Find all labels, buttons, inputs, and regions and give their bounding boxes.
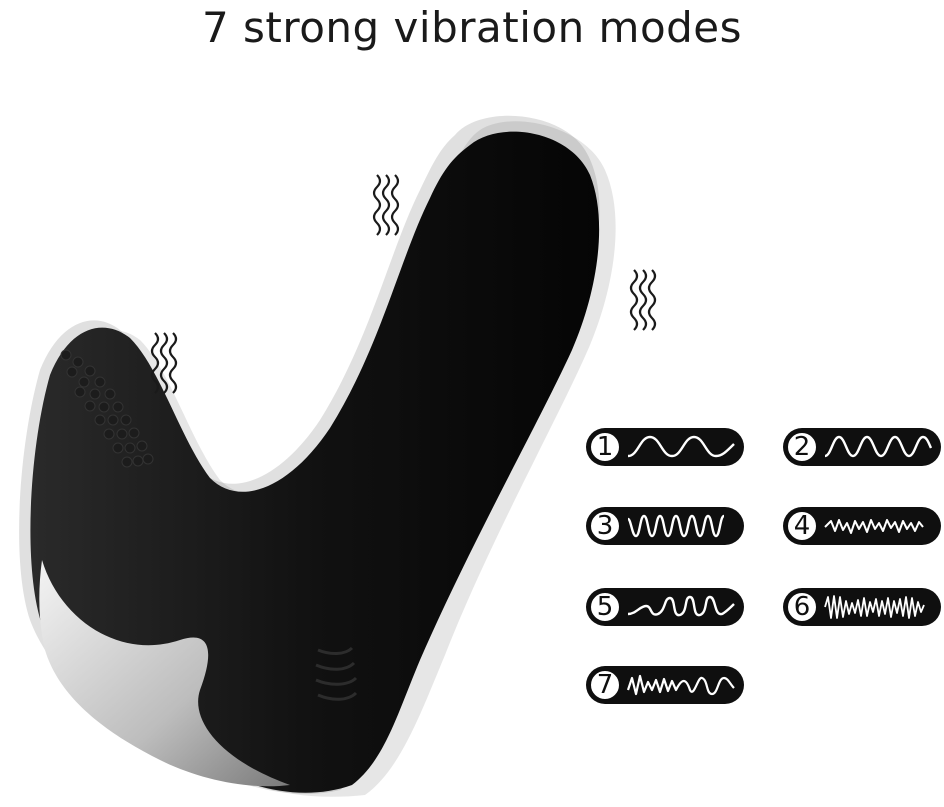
texture-nubs <box>60 349 154 468</box>
mode-number: 2 <box>786 431 818 463</box>
surge-wave-icon <box>627 595 735 617</box>
device-body <box>30 131 600 793</box>
medium-sine-icon <box>824 435 933 458</box>
mode-5-pill: 5 <box>586 588 744 626</box>
mode-3-pill: 3 <box>586 507 744 545</box>
mode-7-pill: 7 <box>586 666 744 704</box>
device-base <box>39 560 290 787</box>
vibration-mark-icon <box>372 174 400 236</box>
shaft-ridges <box>315 646 358 701</box>
mode-number: 5 <box>589 591 621 623</box>
fast-sine-icon <box>627 514 725 538</box>
tremor-wave-icon <box>824 519 924 534</box>
vibration-mark-icon <box>150 332 178 394</box>
vibration-mark-icon <box>629 269 657 331</box>
mode-number: 3 <box>589 510 621 542</box>
slow-sine-icon <box>627 435 735 458</box>
mode-number: 4 <box>786 510 818 542</box>
mode-number: 7 <box>589 669 621 701</box>
page-title: 7 strong vibration modes <box>201 3 743 52</box>
mode-number: 1 <box>589 431 621 463</box>
dense-pulse-icon <box>824 595 925 619</box>
mode-4-pill: 4 <box>783 507 941 545</box>
mode-1-pill: 1 <box>586 428 744 466</box>
mixed-pulse-icon <box>626 674 735 696</box>
mode-number: 6 <box>786 591 818 623</box>
mode-2-pill: 2 <box>783 428 941 466</box>
mode-6-pill: 6 <box>783 588 941 626</box>
